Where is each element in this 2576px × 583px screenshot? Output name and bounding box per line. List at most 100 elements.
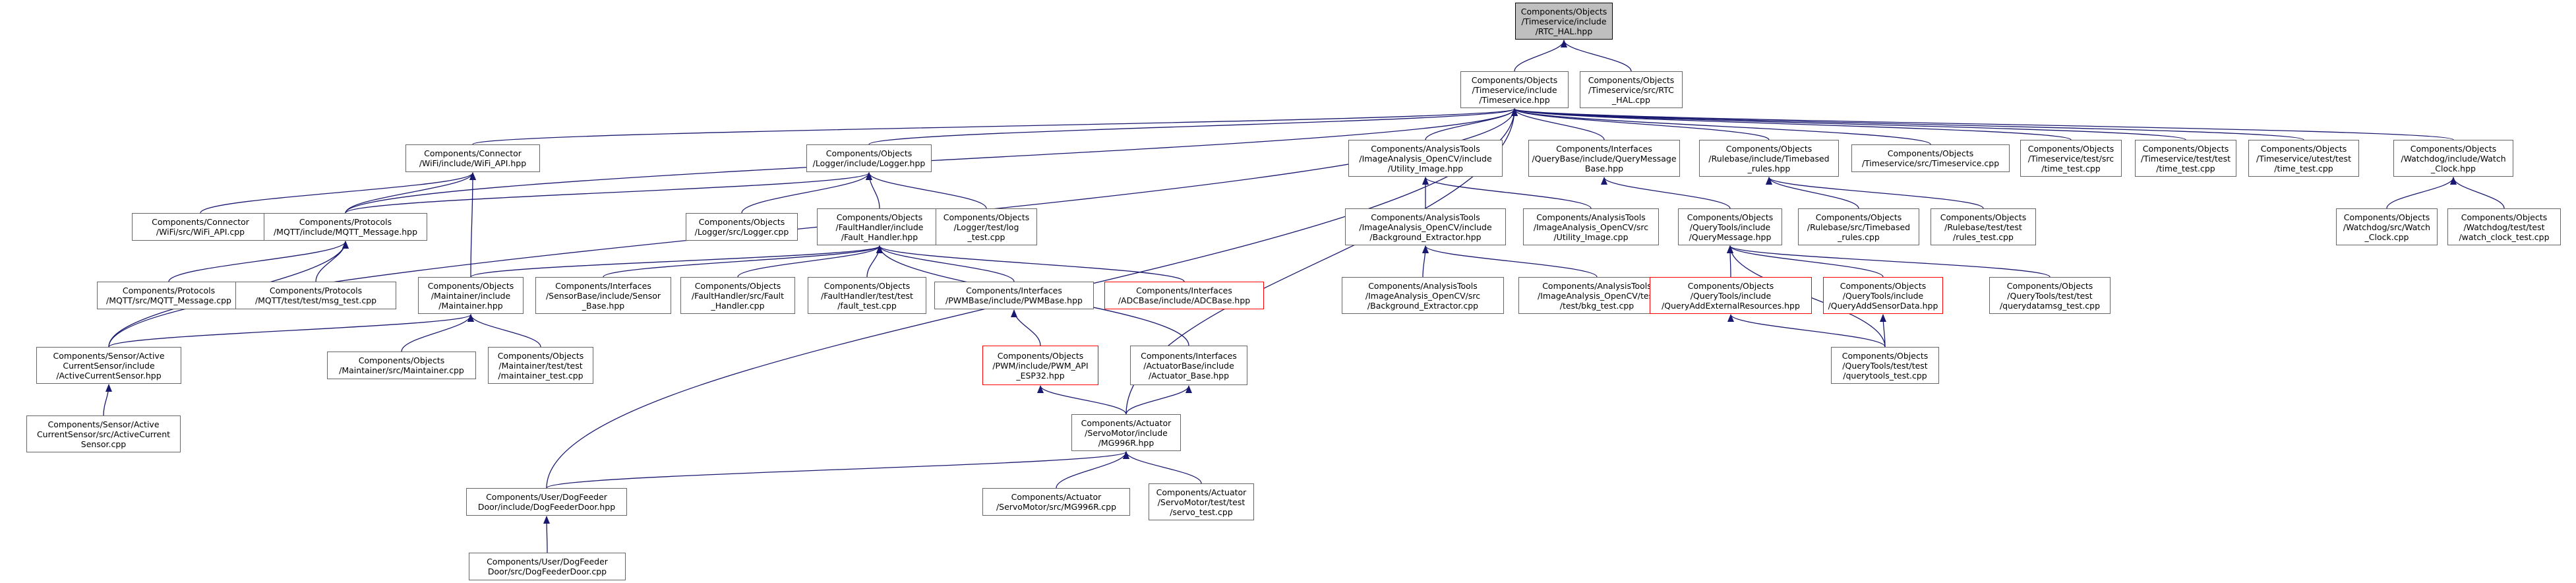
node-mqtt-message-hpp[interactable]: Components/Protocols/MQTT/include/MQTT_M… bbox=[264, 213, 427, 241]
node-utility-image-cpp[interactable]: Components/AnalysisTools/ImageAnalysis_O… bbox=[1523, 208, 1659, 245]
node-mg996r-hpp[interactable]: Components/Actuator/ServoMotor/include/M… bbox=[1071, 414, 1181, 451]
node-time-test-test[interactable]: Components/Objects/Timeservice/test/test… bbox=[2135, 140, 2236, 177]
node-label-line: Components/Sensor/Active bbox=[53, 350, 165, 361]
node-querytools-test-cpp[interactable]: Components/Objects/QueryTools/test/test/… bbox=[1831, 347, 1939, 384]
node-label-line: /QueryBase/include/QueryMessage bbox=[1532, 153, 1677, 164]
node-background-extractor-cpp[interactable]: Components/AnalysisTools/ImageAnalysis_O… bbox=[1342, 277, 1504, 314]
node-label-line: Door/include/DogFeederDoor.hpp bbox=[477, 502, 616, 512]
edge-msg-test-cpp-to-mqtt-message-hpp bbox=[315, 241, 349, 282]
node-label-line: /Maintainer/include bbox=[431, 290, 511, 301]
node-label-line: /QueryTools/test/test bbox=[1842, 360, 1928, 371]
node-label-line: /Logger/include/Logger.hpp bbox=[812, 158, 926, 168]
node-time-test-src[interactable]: Components/Objects/Timeservice/test/src/… bbox=[2020, 140, 2122, 177]
node-rtc-hal-cpp[interactable]: Components/Objects/Timeservice/src/RTC_H… bbox=[1580, 71, 1683, 108]
edge-bkg-test-cpp-to-background-extractor-hpp bbox=[1422, 245, 1598, 278]
node-maintainer-hpp[interactable]: Components/Objects/Maintainer/include/Ma… bbox=[418, 277, 524, 314]
node-label-line: /Watchdog/include/Watch bbox=[2401, 153, 2506, 164]
node-maintainer-test-cpp[interactable]: Components/Objects/Maintainer/test/test/… bbox=[488, 347, 593, 384]
node-label-line: /ActiveCurrentSensor.hpp bbox=[56, 370, 162, 381]
node-label-line: /ImageAnalysis_OpenCV/src bbox=[1365, 290, 1481, 301]
node-wifi-api-hpp[interactable]: Components/Connector/WiFi/include/WiFi_A… bbox=[405, 144, 540, 172]
node-sensor-base-hpp[interactable]: Components/Interfaces/SensorBase/include… bbox=[535, 277, 671, 314]
node-watch-clock-test-cpp[interactable]: Components/Objects/Watchdog/test/test/wa… bbox=[2447, 208, 2561, 245]
node-time-test-utest[interactable]: Components/Objects/Timeservice/utest/tes… bbox=[2248, 140, 2359, 177]
node-actuator-base-hpp[interactable]: Components/Interfaces/ActuatorBase/inclu… bbox=[1130, 346, 1247, 385]
edge-querymessage-hpp-to-querymessagebase-hpp bbox=[1601, 177, 1731, 209]
node-utility-image-hpp[interactable]: Components/AnalysisTools/ImageAnalysis_O… bbox=[1348, 140, 1503, 177]
node-label-line: /QueryMessage.hpp bbox=[1689, 231, 1772, 242]
node-label-line: /Background_Extractor.hpp bbox=[1369, 231, 1482, 242]
node-label-line: /ServoMotor/test/test bbox=[1157, 497, 1245, 507]
node-label-line: /querydatamsg_test.cpp bbox=[1999, 300, 2101, 311]
node-label-line: Components/Sensor/Active bbox=[47, 419, 160, 429]
node-timebased-rules-cpp[interactable]: Components/Objects/Rulebase/src/Timebase… bbox=[1798, 208, 1919, 245]
node-label-line: Components/Objects bbox=[2343, 212, 2430, 222]
node-pwm-api-esp32-hpp[interactable]: Components/Objects/PWM/include/PWM_API_E… bbox=[982, 346, 1098, 385]
node-watch-clock-cpp[interactable]: Components/Objects/Watchdog/src/Watch_Cl… bbox=[2336, 208, 2438, 245]
node-label-line: Components/Objects bbox=[1842, 350, 1929, 361]
node-label-line: Components/Actuator bbox=[1156, 487, 1247, 497]
node-label-line: Components/User/DogFeeder bbox=[487, 557, 608, 567]
node-label-line: /MQTT/src/MQTT_Message.cpp bbox=[106, 295, 231, 305]
node-label-line: /test/bkg_test.cpp bbox=[1559, 300, 1634, 311]
node-mqtt-message-cpp[interactable]: Components/Protocols/MQTT/src/MQTT_Messa… bbox=[97, 282, 241, 309]
edge-wifi-api-hpp-to-timeservice-hpp bbox=[472, 108, 1518, 145]
node-rules-test-cpp[interactable]: Components/Objects/Rulebase/test/test/ru… bbox=[1931, 208, 2036, 245]
node-queryaddexternalresources-hpp[interactable]: Components/Objects/QueryTools/include/Qu… bbox=[1650, 277, 1812, 314]
node-mg996r-cpp[interactable]: Components/Actuator/ServoMotor/src/MG996… bbox=[982, 488, 1130, 516]
node-label-line: _rules.cpp bbox=[1838, 231, 1880, 242]
node-bkg-test-cpp[interactable]: Components/AnalysisTools/ImageAnalysis_O… bbox=[1518, 277, 1675, 314]
node-label-line: /Timeservice/include bbox=[1521, 16, 1607, 26]
node-logger-cpp[interactable]: Components/Objects/Logger/src/Logger.cpp bbox=[686, 213, 798, 241]
edge-activecurrentsensor-cpp-to-activecurrentsensor-hpp bbox=[103, 384, 112, 416]
node-label-line: Components/Objects bbox=[1940, 212, 2027, 222]
node-servo-test-cpp[interactable]: Components/Actuator/ServoMotor/test/test… bbox=[1149, 483, 1254, 520]
node-label-line: Components/Objects bbox=[694, 280, 781, 291]
node-watch-clock-hpp[interactable]: Components/Objects/Watchdog/include/Watc… bbox=[2393, 140, 2513, 177]
node-label-line: Components/Interfaces bbox=[966, 286, 1062, 295]
node-maintainer-cpp[interactable]: Components/Objects/Maintainer/src/Mainta… bbox=[327, 352, 476, 379]
node-label-line: /Timeservice/include bbox=[1472, 84, 1557, 95]
node-label-line: /Background_Extractor.cpp bbox=[1367, 300, 1479, 311]
edge-time-test-test-to-timeservice-hpp bbox=[1511, 108, 2186, 140]
edge-querytools-test-cpp-to-queryaddsensordata-hpp bbox=[1880, 314, 1887, 348]
node-label-line: Components/Protocols bbox=[299, 217, 392, 227]
node-label-line: /querytools_test.cpp bbox=[1843, 370, 1927, 381]
edge-logger-cpp-to-logger-hpp bbox=[741, 172, 872, 214]
node-label-line: Components/Objects bbox=[943, 212, 1030, 222]
node-pwmbase-hpp[interactable]: Components/Interfaces/PWMBase/include/PW… bbox=[934, 282, 1094, 309]
node-label-line: Components/Objects bbox=[2461, 212, 2548, 222]
node-querymessage-hpp[interactable]: Components/Objects/QueryTools/include/Qu… bbox=[1678, 208, 1782, 245]
edge-sensor-base-hpp-to-fault-handler-hpp bbox=[603, 245, 883, 278]
node-label-line: /SensorBase/include/Sensor bbox=[545, 290, 661, 301]
node-querydatamsg-test-cpp[interactable]: Components/Objects/QueryTools/test/test/… bbox=[1989, 277, 2111, 314]
node-timebased-rules-hpp[interactable]: Components/Objects/Rulebase/include/Time… bbox=[1699, 140, 1839, 177]
node-adcbase-hpp[interactable]: Components/Interfaces/ADCBase/include/AD… bbox=[1104, 282, 1264, 309]
edge-logger-hpp-to-timeservice-hpp bbox=[868, 108, 1518, 145]
node-label-line: _HAL.cpp bbox=[1612, 94, 1650, 105]
node-queryaddsensordata-hpp[interactable]: Components/Objects/QueryTools/include/Qu… bbox=[1823, 277, 1943, 314]
node-fault-handler-hpp[interactable]: Components/Objects/FaultHandler/include/… bbox=[817, 208, 942, 245]
node-label-line: /QueryTools/include bbox=[1842, 290, 1924, 301]
node-fault-handler-cpp[interactable]: Components/Objects/FaultHandler/src/Faul… bbox=[680, 277, 795, 314]
node-wifi-api-cpp[interactable]: Components/Connector/WiFi/src/WiFi_API.c… bbox=[132, 213, 269, 241]
node-timeservice-hpp[interactable]: Components/Objects/Timeservice/include/T… bbox=[1460, 71, 1569, 108]
node-querymessagebase-hpp[interactable]: Components/Interfaces/QueryBase/include/… bbox=[1528, 140, 1680, 177]
node-log-test-cpp[interactable]: Components/Objects/Logger/test/log_test.… bbox=[936, 208, 1037, 245]
node-label-line: /Timeservice/utest/test bbox=[2256, 153, 2351, 164]
node-label-line: /ServoMotor/include bbox=[1085, 427, 1168, 438]
node-msg-test-cpp[interactable]: Components/Protocols/MQTT/test/test/msg_… bbox=[235, 282, 396, 309]
node-logger-hpp[interactable]: Components/Objects/Logger/include/Logger… bbox=[806, 144, 932, 172]
node-label-line: /ImageAnalysis_OpenCV/src bbox=[1533, 222, 1649, 232]
node-timeservice-cpp[interactable]: Components/Objects/Timeservice/src/Times… bbox=[1851, 144, 2010, 172]
node-background-extractor-hpp[interactable]: Components/AnalysisTools/ImageAnalysis_O… bbox=[1345, 208, 1506, 245]
node-label-line: /Logger/src/Logger.cpp bbox=[694, 227, 789, 237]
node-label-line: /QueryTools/test/test bbox=[2007, 290, 2093, 301]
node-label-line: Components/Objects bbox=[698, 217, 785, 227]
node-label-line: _Clock.hpp bbox=[2431, 163, 2476, 173]
node-fault-test-cpp[interactable]: Components/Objects/FaultHandler/test/tes… bbox=[808, 277, 926, 314]
